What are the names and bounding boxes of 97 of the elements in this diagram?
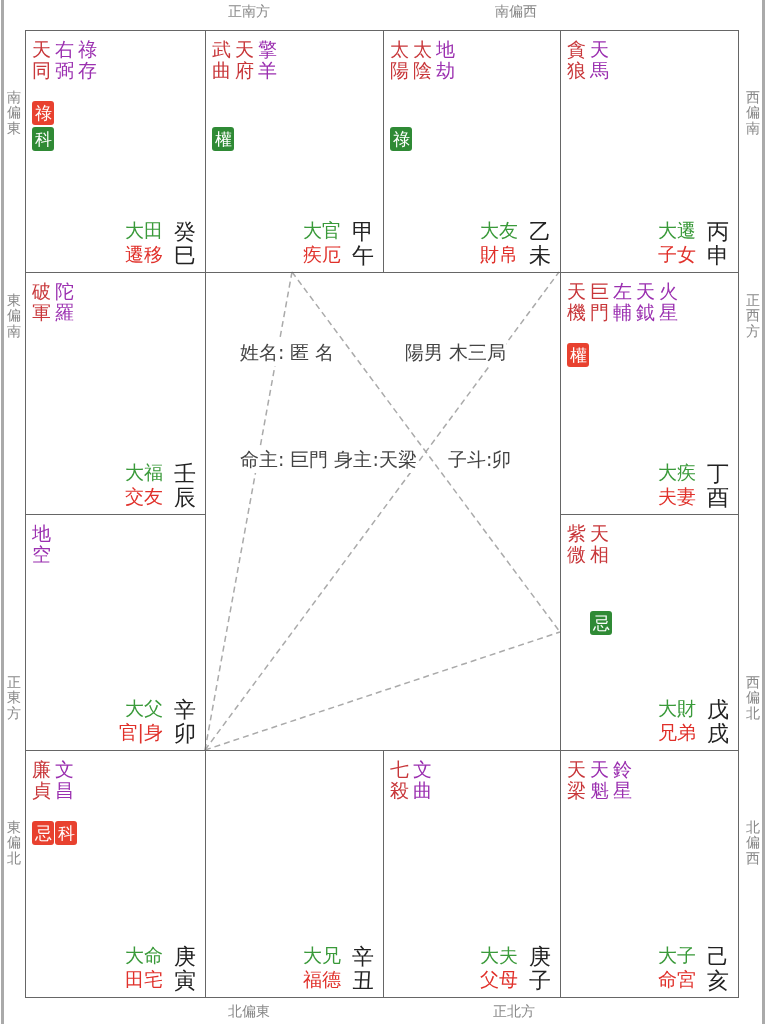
star-name: 天魁 [590, 759, 609, 801]
decade-palace-label: 大父 [125, 696, 163, 721]
star-name: 鈴星 [613, 759, 632, 801]
direction-label: 正南方 [228, 3, 270, 21]
star-name: 貪狼 [567, 39, 586, 81]
star-name: 地空 [32, 523, 51, 565]
decade-palace-label: 大夫 [480, 943, 518, 968]
star-name: 地劫 [436, 39, 455, 81]
star-name: 火星 [659, 281, 678, 323]
star-name: 天同 [32, 39, 51, 81]
stem-branch-label: 庚寅 [174, 944, 196, 993]
transformation-badge: 權 [212, 127, 234, 151]
star-name: 廉貞 [32, 759, 51, 801]
palace-name: 交友 [125, 484, 163, 509]
star-name: 巨門 [590, 281, 609, 323]
decade-palace-label: 大田 [125, 218, 163, 243]
transformation-badge: 忌 [32, 821, 54, 845]
palace-box [25, 272, 206, 515]
palace-box [560, 514, 739, 751]
palace-box [383, 750, 561, 998]
decade-palace-label: 大遷 [658, 218, 696, 243]
star-name: 天鉞 [636, 281, 655, 323]
palace-name: 疾厄 [303, 242, 341, 267]
stem-branch-label: 辛卯 [174, 697, 196, 746]
star-name: 天府 [235, 39, 254, 81]
star-name: 天機 [567, 281, 586, 323]
direction-label: 南偏東 [7, 90, 21, 137]
star-name: 陀羅 [55, 281, 74, 323]
stem-branch-label: 庚子 [529, 944, 551, 993]
stem-branch-label: 甲午 [352, 219, 374, 268]
palace-name: 遷移 [125, 242, 163, 267]
transformation-badge: 祿 [32, 101, 54, 125]
star-name: 太陽 [390, 39, 409, 81]
star-name: 紫微 [567, 523, 586, 565]
direction-label: 正西方 [746, 293, 760, 340]
stem-branch-label: 壬辰 [174, 461, 196, 510]
decade-palace-label: 大疾 [658, 460, 696, 485]
decade-palace-label: 大福 [125, 460, 163, 485]
decade-palace-label: 大子 [658, 943, 696, 968]
decade-palace-label: 大友 [480, 218, 518, 243]
direction-label: 正北方 [493, 1003, 535, 1021]
star-name: 七殺 [390, 759, 409, 801]
palace-box [560, 272, 739, 515]
transformation-badge: 科 [32, 127, 54, 151]
palace-box [25, 750, 206, 998]
stem-branch-label: 己亥 [707, 944, 729, 993]
palace-name: 命宮 [658, 967, 696, 992]
star-name: 天相 [590, 523, 609, 565]
direction-label: 北偏東 [228, 1003, 270, 1021]
palace-name: 財帛 [480, 242, 518, 267]
palace-box [25, 514, 206, 751]
star-name: 武曲 [212, 39, 231, 81]
palace-name: 兄弟 [658, 720, 696, 745]
star-name: 左輔 [613, 281, 632, 323]
transformation-badge: 祿 [390, 127, 412, 151]
info-text: 陽男 木三局 [405, 340, 507, 366]
stem-branch-label: 癸巳 [174, 219, 196, 268]
palace-name: 田宅 [125, 967, 163, 992]
palace-box [560, 30, 739, 273]
transformation-badge: 科 [55, 821, 77, 845]
stem-branch-label: 辛丑 [352, 944, 374, 993]
stem-branch-label: 丙申 [707, 219, 729, 268]
palace-name: 父母 [480, 967, 518, 992]
star-name: 右弼 [55, 39, 74, 81]
direction-label: 南偏西 [495, 3, 537, 21]
star-name: 天梁 [567, 759, 586, 801]
direction-label: 西偏北 [746, 675, 760, 722]
stem-branch-label: 丁酉 [707, 461, 729, 510]
palace-name: 福德 [303, 967, 341, 992]
stem-branch-label: 乙未 [529, 219, 551, 268]
palace-name: 子女 [658, 242, 696, 267]
palace-box [205, 30, 384, 273]
star-name: 太陰 [413, 39, 432, 81]
palace-box [25, 30, 206, 273]
palace-box [383, 30, 561, 273]
star-name: 天馬 [590, 39, 609, 81]
transformation-badge: 忌 [590, 611, 612, 635]
stem-branch-label: 戊戌 [707, 697, 729, 746]
palace-name: 官|身 [118, 720, 163, 746]
dashed-line [204, 631, 561, 751]
star-name: 擎羊 [258, 39, 277, 81]
info-text: 命主: 巨門 身主:天梁 [240, 447, 417, 473]
decade-palace-label: 大兄 [303, 943, 341, 968]
star-name: 祿存 [78, 39, 97, 81]
palace-box [205, 750, 384, 998]
star-name: 破軍 [32, 281, 51, 323]
decade-palace-label: 大官 [303, 218, 341, 243]
decade-palace-label: 大命 [125, 943, 163, 968]
palace-name: 夫妻 [658, 484, 696, 509]
star-name: 文昌 [55, 759, 74, 801]
transformation-badge: 權 [567, 343, 589, 367]
palace-box [560, 750, 739, 998]
star-name: 文曲 [413, 759, 432, 801]
dashed-line [291, 271, 561, 633]
direction-label: 東偏北 [7, 820, 21, 867]
dashed-line [204, 271, 293, 751]
decade-palace-label: 大財 [658, 696, 696, 721]
